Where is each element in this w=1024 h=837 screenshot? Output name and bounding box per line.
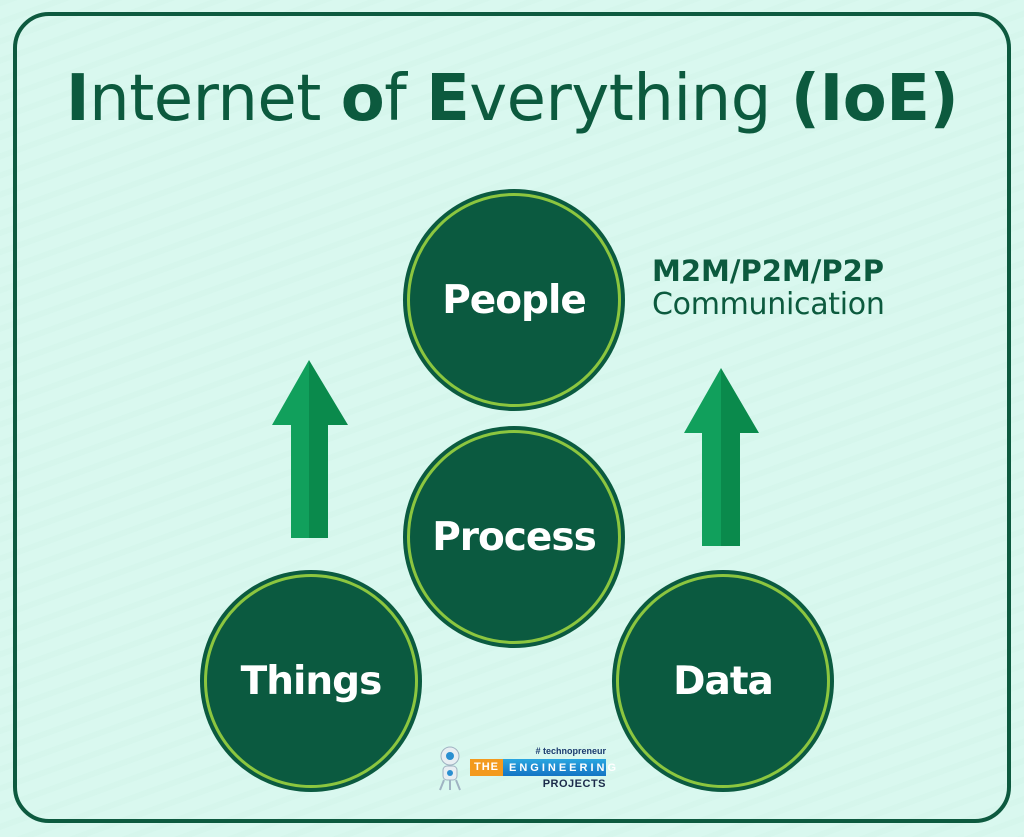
node-label: People — [442, 277, 587, 323]
title-part: f — [384, 62, 427, 136]
communication-word: Communication — [652, 287, 885, 322]
title-part: (IoE) — [790, 62, 959, 136]
logo-the: THE — [470, 759, 503, 776]
node-people: People — [403, 189, 625, 411]
logo-band: THE ENGINEERING — [470, 759, 616, 776]
up-arrow-icon — [272, 360, 348, 538]
engineering-projects-logo: # technopreneur THE ENGINEERING PROJECTS — [436, 744, 616, 794]
title-part: o — [340, 62, 385, 136]
communication-label: M2M/P2M/P2P Communication — [652, 254, 885, 322]
logo-hashtag: # technopreneur — [535, 746, 606, 756]
title-part: I — [65, 62, 90, 136]
title-part: nternet — [89, 62, 341, 136]
node-process: Process — [403, 426, 625, 648]
node-label: Things — [240, 658, 383, 704]
up-arrow-icon — [684, 368, 759, 546]
node-things: Things — [200, 570, 422, 792]
title-part: verything — [469, 62, 791, 136]
page-title: Internet of Everything (IoE) — [0, 62, 1024, 136]
node-data: Data — [612, 570, 834, 792]
node-label: Data — [673, 658, 774, 704]
robot-icon — [439, 746, 461, 791]
title-part: E — [426, 62, 470, 136]
logo-engineering: ENGINEERING — [509, 761, 620, 774]
node-label: Process — [432, 514, 597, 560]
communication-types: M2M/P2M/P2P — [652, 254, 885, 288]
logo-projects: PROJECTS — [542, 778, 606, 790]
rounded-frame — [13, 12, 1011, 823]
